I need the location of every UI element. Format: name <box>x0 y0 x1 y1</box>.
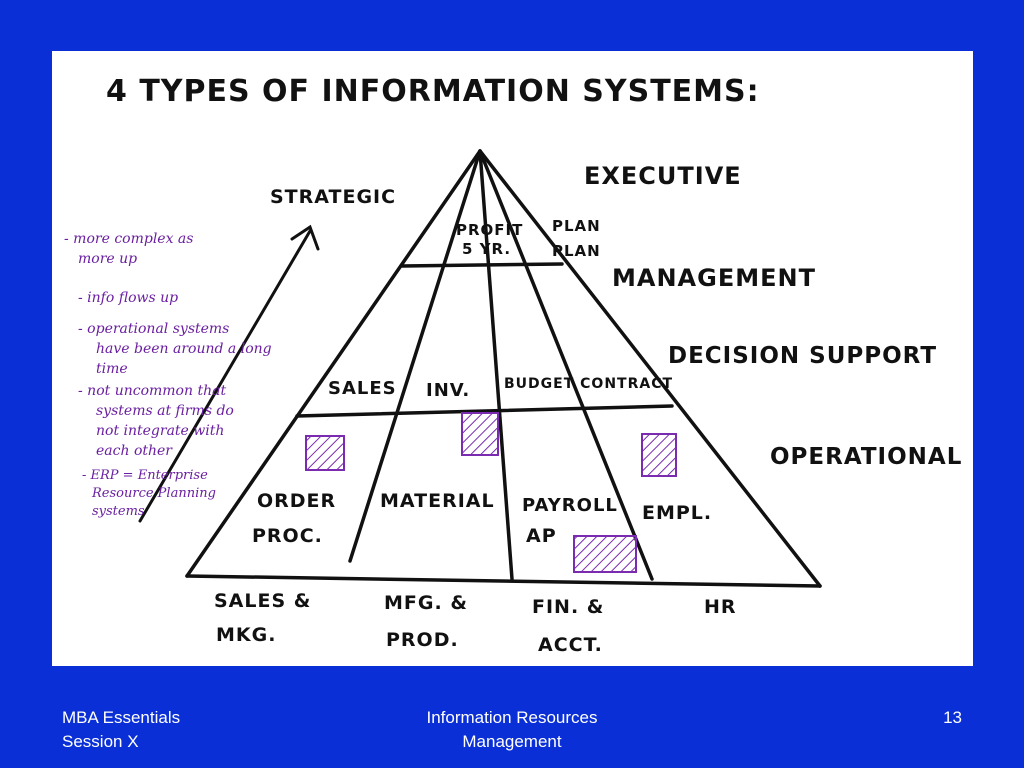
pyramid-right-edge <box>478 149 822 588</box>
note-4-line-4: each other <box>96 443 173 459</box>
tier-mid-inv: INV. <box>426 380 470 401</box>
dept-mkg: MKG. <box>216 624 276 646</box>
divider-management <box>295 404 674 418</box>
level-executive: EXECUTIVE <box>584 162 742 190</box>
note-3-line-3: time <box>96 361 128 377</box>
note-3-line-2: have been around a long <box>96 341 272 357</box>
pyramid-diagram: 4 TYPES OF INFORMATION SYSTEMS: STRATEGI… <box>64 74 962 656</box>
note-4-line-1: - not uncommon that <box>78 383 226 399</box>
footer-course-name: MBA Essentials <box>62 708 181 727</box>
footer-course: MBA Essentials Session X <box>62 706 180 754</box>
tier-base-order: ORDER <box>257 490 336 512</box>
note-3-line-1: - operational systems <box>78 321 229 337</box>
note-5-line-2: Resource Planning <box>91 486 216 501</box>
hatch-box-order <box>305 435 345 471</box>
tier-top-plan-2: PLAN <box>552 242 601 260</box>
annotation-notes: - more complex as more up - info flows u… <box>64 231 272 519</box>
divider-executive <box>400 262 564 268</box>
tier-base-material: MATERIAL <box>380 490 495 512</box>
dept-prod: PROD. <box>386 629 459 651</box>
dept-acct: ACCT. <box>538 634 603 656</box>
footer-topic: Information Resources Management <box>390 706 634 754</box>
note-2-line-1: - info flows up <box>78 290 178 306</box>
tier-top-5yr: 5 YR. <box>462 240 511 258</box>
tier-mid-budget: BUDGET CONTRACT <box>504 376 673 392</box>
note-4-line-2: systems at firms do <box>96 403 234 419</box>
tier-base-payroll: PAYROLL <box>522 495 618 516</box>
footer-session: Session X <box>62 732 139 751</box>
tier-base-ap: AP <box>526 525 557 547</box>
strategic-arrow <box>138 224 320 523</box>
footer-topic-line-2: Management <box>462 732 562 751</box>
pyramid-outline <box>185 149 822 588</box>
spoke-3 <box>478 149 654 581</box>
hatch-box-empl <box>641 433 677 477</box>
note-5-line-1: - ERP = Enterprise <box>82 468 208 483</box>
diagram-title: 4 TYPES OF INFORMATION SYSTEMS: <box>106 74 760 109</box>
dept-sales: SALES & <box>214 590 311 612</box>
footer-topic-line-1: Information Resources <box>426 708 598 727</box>
pyramid-left-edge <box>185 149 482 578</box>
slide-panel: 4 TYPES OF INFORMATION SYSTEMS: STRATEGI… <box>52 51 973 666</box>
note-5-line-3: systems <box>92 504 145 519</box>
tier-base-proc: PROC. <box>252 525 323 547</box>
tier-base-empl: EMPL. <box>642 502 712 524</box>
level-management: MANAGEMENT <box>612 264 816 292</box>
hatched-marks <box>305 412 677 573</box>
dept-hr: HR <box>704 596 737 618</box>
spoke-1 <box>348 149 482 563</box>
pyramid-base <box>185 574 822 588</box>
hatch-box-material <box>461 412 499 456</box>
spoke-2 <box>478 149 514 581</box>
tier-top-profit: PROFIT <box>456 221 523 239</box>
dept-mfg: MFG. & <box>384 592 468 614</box>
page-number: 13 <box>943 708 962 727</box>
note-4-line-3: not integrate with <box>96 423 224 439</box>
strategic-label: STRATEGIC <box>270 186 396 208</box>
level-decision-support: DECISION SUPPORT <box>668 343 937 369</box>
tier-mid-sales: SALES <box>328 378 397 399</box>
dept-fin: FIN. & <box>532 596 604 618</box>
note-1-line-2: more up <box>78 251 137 267</box>
note-1-line-1: - more complex as <box>64 231 193 247</box>
level-operational: OPERATIONAL <box>770 444 962 470</box>
tier-top-plan-1: PLAN <box>552 217 601 235</box>
hatch-box-payroll <box>573 535 637 573</box>
